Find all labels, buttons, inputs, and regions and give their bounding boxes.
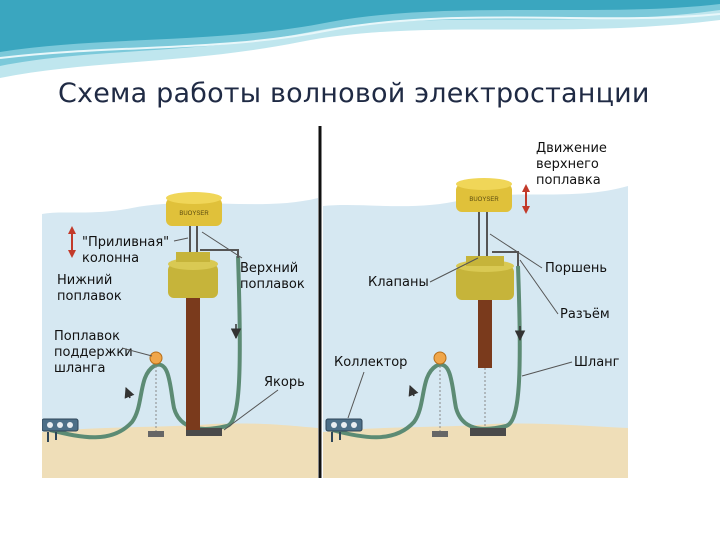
left-sky <box>42 126 318 214</box>
left-hose-support-float <box>149 351 163 365</box>
right-hose-support-float <box>433 351 447 365</box>
label-anchor: Якорь <box>264 375 305 390</box>
slide-title: Схема работы волновой электростанции <box>58 78 650 109</box>
wave-power-diagram: BUOYSER "Приливная" колонна Нижний попла… <box>42 126 628 478</box>
right-sky <box>323 126 628 207</box>
label-collector: Коллектор <box>334 355 407 370</box>
label-piston: Поршень <box>545 261 607 276</box>
right-buoy-brand: BUOYSER <box>469 197 499 203</box>
right-panel: BUOYSER Движение верхнего поплавка Клапа… <box>323 126 628 478</box>
left-sea-floor <box>42 423 318 478</box>
left-upper-float: BUOYSER <box>166 192 222 226</box>
left-collector-box <box>42 418 79 442</box>
left-anchor <box>186 428 222 436</box>
label-lower-float: Нижний поплавок <box>57 273 122 304</box>
right-upper-float: BUOYSER <box>456 178 512 212</box>
label-hose-support-float: Поплавок поддержки шланга <box>54 329 137 376</box>
left-panel: BUOYSER "Приливная" колонна Нижний попла… <box>42 126 318 478</box>
left-lower-float <box>168 252 218 298</box>
right-anchor <box>470 428 506 436</box>
header-wave-decoration <box>0 0 720 78</box>
label-upper-float-motion: Движение верхнего поплавка <box>536 141 611 188</box>
right-lower-float <box>456 256 514 300</box>
right-collector-box <box>325 418 363 442</box>
left-tidal-column <box>186 276 200 430</box>
label-tidal-column: "Приливная" колонна <box>82 235 173 266</box>
right-sea-floor <box>323 423 628 478</box>
left-buoy-brand: BUOYSER <box>179 211 209 217</box>
right-hose <box>331 265 522 440</box>
label-valves: Клапаны <box>368 275 429 290</box>
label-upper-float: Верхний поплавок <box>240 261 305 292</box>
label-hose: Шланг <box>574 355 620 370</box>
right-column <box>478 294 492 368</box>
label-connector: Разъём <box>560 307 610 322</box>
left-hose <box>49 255 242 440</box>
